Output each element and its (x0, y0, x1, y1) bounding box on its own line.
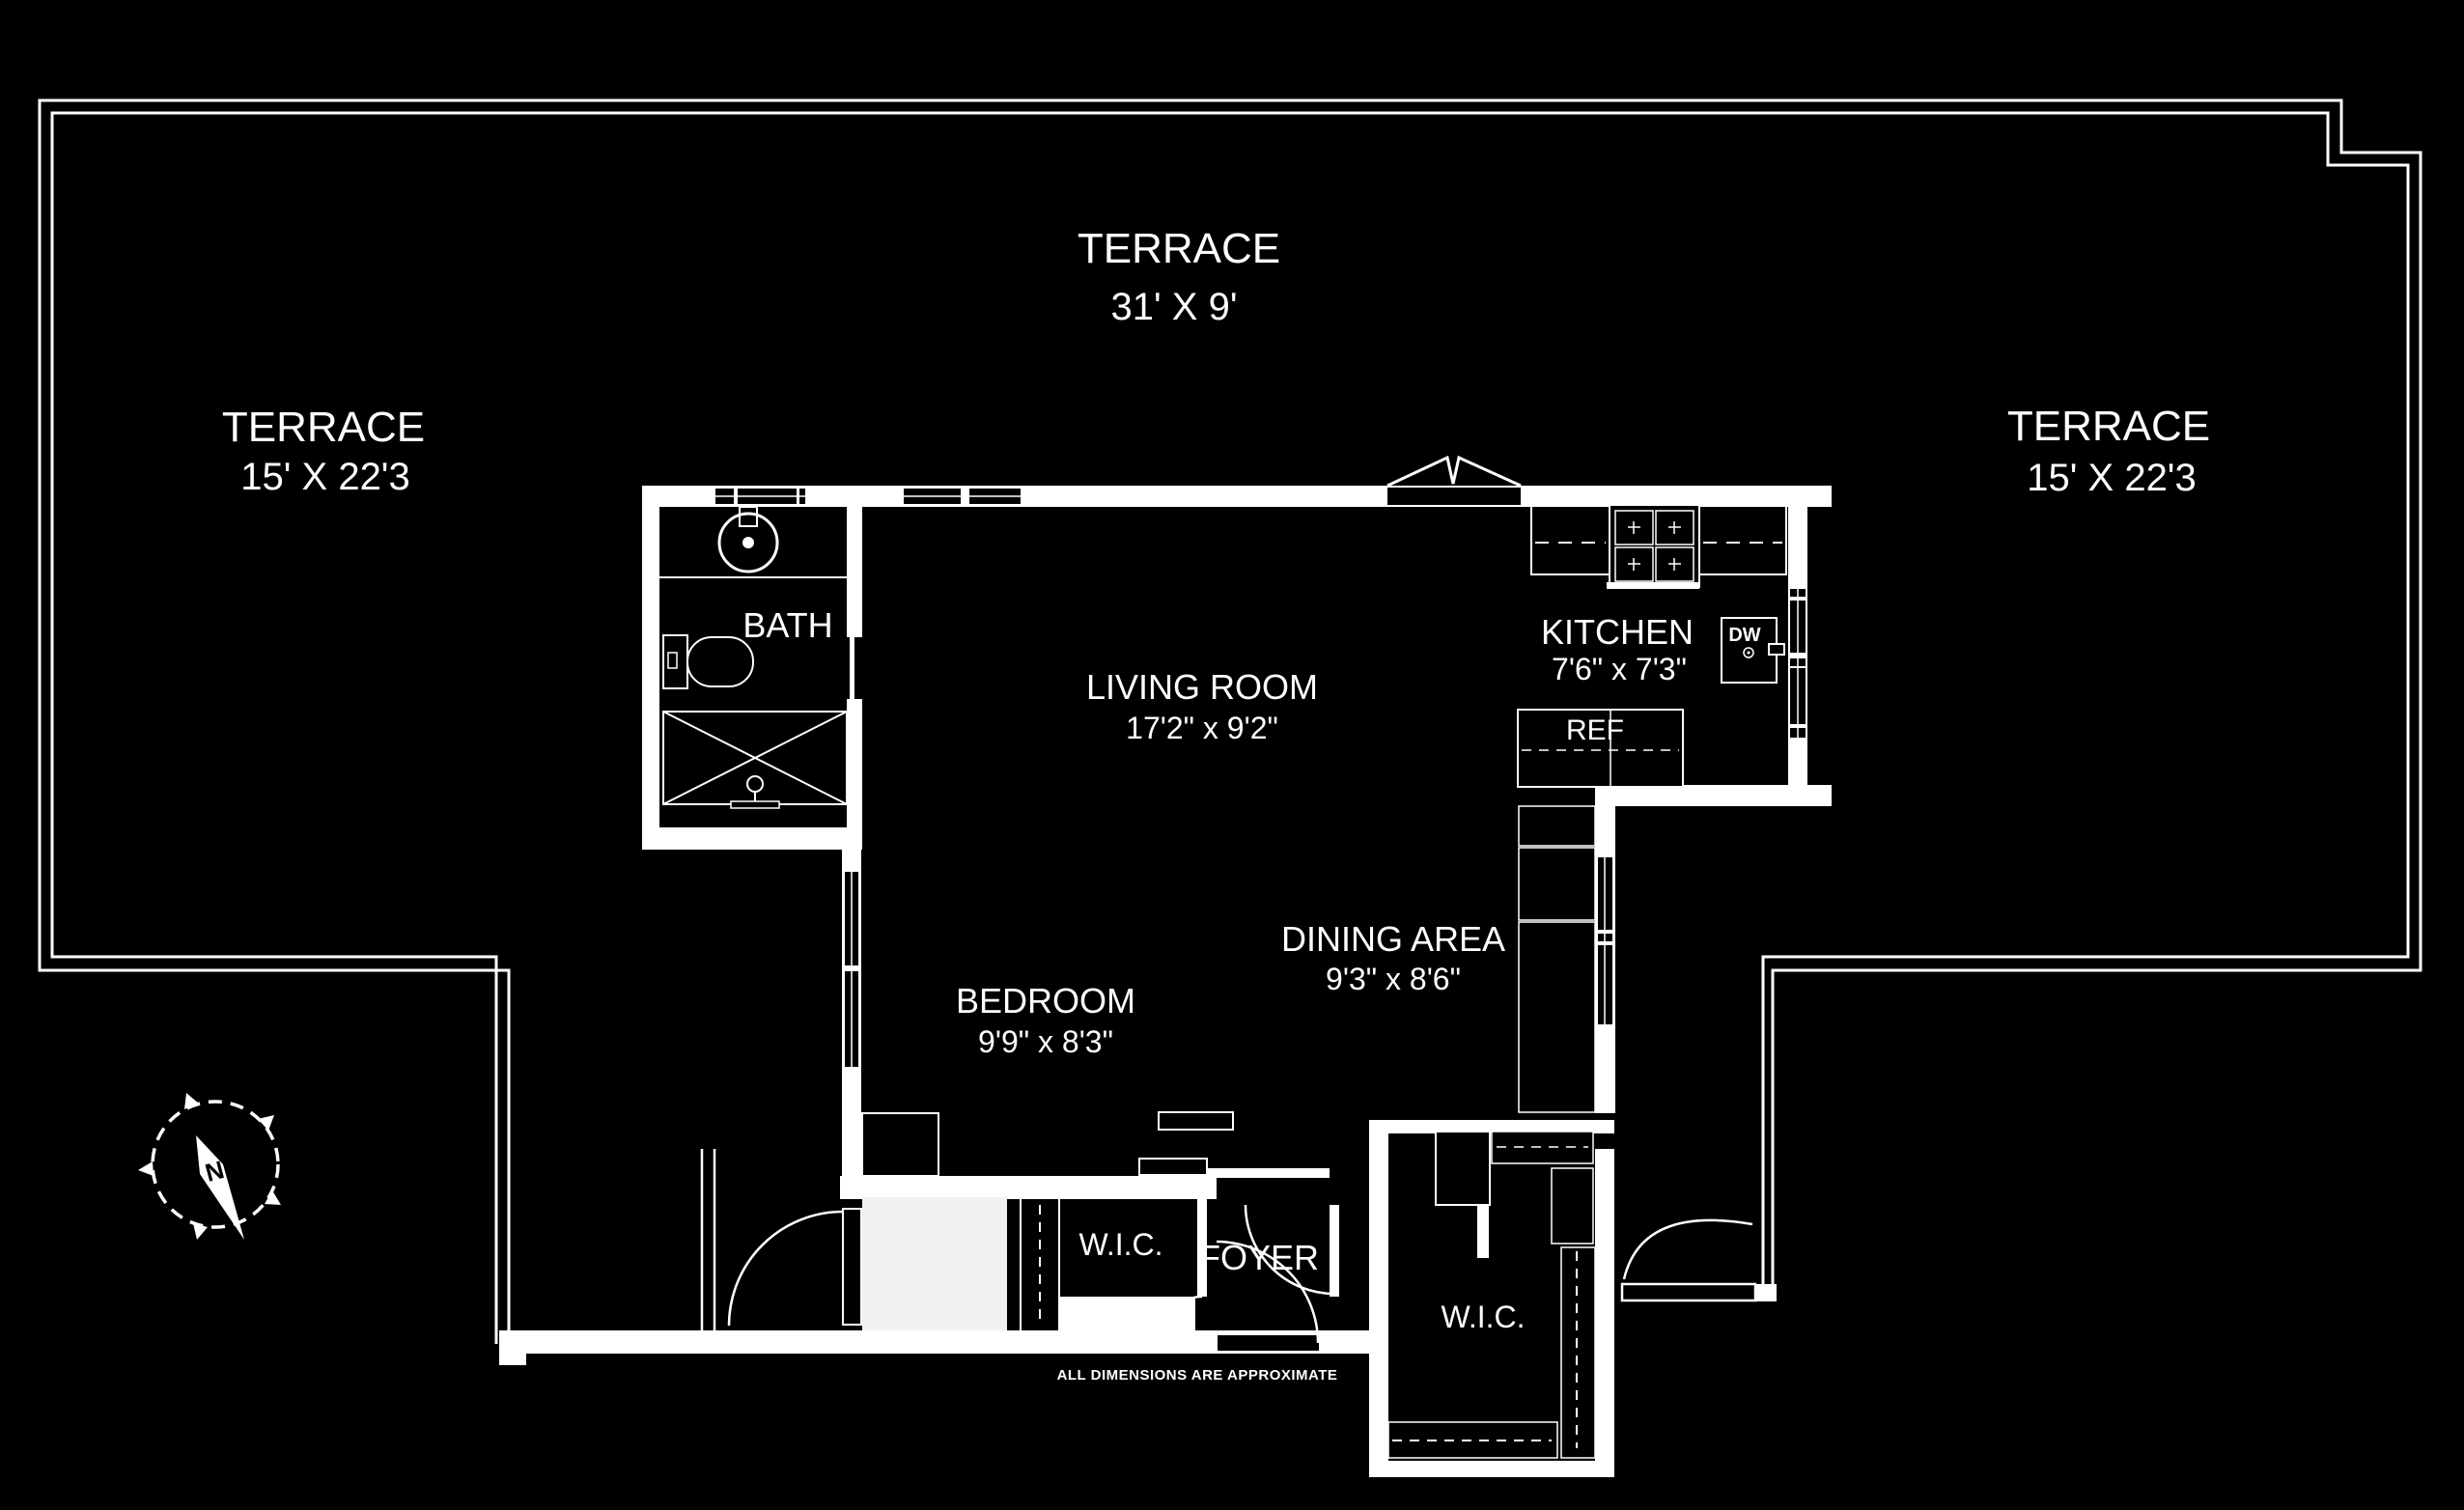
dishwasher: DW (1721, 617, 1785, 684)
terrace-right-label: TERRACE (2007, 403, 2210, 450)
wic2-closet-box-2 (1491, 1131, 1594, 1164)
window-living (904, 489, 1021, 504)
wic1-label: W.I.C. (1078, 1227, 1162, 1262)
compass-needle (196, 1135, 244, 1240)
bath-fixtures (659, 506, 848, 809)
bedroom-closet-door (727, 1208, 862, 1327)
closets (861, 1111, 1596, 1459)
wic2-closet-strip-right (1560, 1246, 1596, 1459)
living-room-label: LIVING ROOM (1086, 667, 1318, 707)
wall-kitchen-bottom (1595, 785, 1832, 806)
refrigerator-label: REF (1566, 714, 1624, 746)
terrace-outline (38, 98, 2422, 1344)
foyer-door-south (1216, 1240, 1321, 1353)
kitchen-fixtures: DW REF (1517, 504, 1787, 788)
bedroom-closet-box (861, 1112, 939, 1177)
foyer-label: FOYER (1199, 1238, 1319, 1277)
core-area (862, 1197, 1007, 1330)
wic2-closet-box-3 (1551, 1167, 1594, 1244)
sink-icon (717, 512, 779, 573)
wall-bath-left (642, 486, 659, 850)
doors (727, 455, 1757, 1353)
terrace-left-label: TERRACE (222, 404, 425, 451)
french-door-swing (1386, 455, 1522, 488)
living-room-dimensions: 17'2" x 9'2" (1126, 711, 1278, 745)
stove-icon (1607, 504, 1700, 589)
wall-bath-bottom (642, 827, 862, 850)
terrace-top-dimensions: 31' X 9' (1111, 286, 1238, 328)
entry-door (1620, 1218, 1757, 1302)
window-bath (715, 489, 805, 504)
french-door (1386, 455, 1522, 505)
wic1-door (1163, 1195, 1207, 1334)
window-dining (1598, 857, 1612, 1024)
terrace-top-label: TERRACE (1078, 225, 1280, 272)
shower-icon (662, 711, 848, 809)
windows (715, 489, 1806, 1067)
toilet-icon (662, 634, 754, 689)
wall-wic2-bottom (1369, 1461, 1614, 1477)
wall-bath-right-upper (847, 505, 862, 637)
wall-corner-block (499, 1330, 526, 1365)
window-bedroom (845, 872, 858, 1067)
terrace-left-dimensions: 15' X 22'3 (240, 456, 409, 498)
bedroom-dimensions: 9'9" x 8'3" (978, 1024, 1113, 1059)
bath-label: BATH (742, 605, 832, 645)
foyer-door-east (1244, 1204, 1339, 1297)
hall-closet-box-1 (1158, 1111, 1234, 1131)
wall-wic2-top (1369, 1120, 1614, 1133)
hall-closet-box-2 (1138, 1158, 1208, 1176)
wic2-closet-bottom (1387, 1421, 1558, 1459)
disclaimer-text: ALL DIMENSIONS ARE APPROXIMATE (1057, 1367, 1338, 1384)
wall-nook-left (700, 1149, 716, 1332)
wall-wic2-left (1369, 1132, 1388, 1477)
wall-bedroom-bottom (840, 1176, 1217, 1199)
window-kitchen (1790, 589, 1806, 738)
bedroom-label: BEDROOM (956, 981, 1135, 1021)
wall-top (642, 486, 1832, 507)
refrigerator: REF (1517, 709, 1684, 788)
dishwasher-label: DW (1728, 625, 1760, 646)
wic2-closet-box-1 (1435, 1131, 1491, 1206)
bath-door-leaf (850, 637, 854, 699)
faucet-icon (739, 506, 758, 527)
wall-wic1-bottom (1059, 1297, 1195, 1330)
wall-wic2-right (1595, 1149, 1614, 1477)
terrace-right-dimensions: 15' X 22'3 (2027, 457, 2196, 499)
wall-entry-block (1755, 1284, 1777, 1301)
labels: TERRACE 31' X 9' TERRACE 15' X 22'3 TERR… (222, 225, 2210, 1384)
wall-wic2-slot (1477, 1204, 1489, 1258)
dining-cabinets (1518, 805, 1596, 1113)
dining-area-dimensions: 9'3" x 8'6" (1326, 962, 1461, 996)
wic1-closet-strip (1020, 1199, 1060, 1330)
wall-foyer-top (1207, 1168, 1330, 1178)
kitchen-dimensions: 7'6" x 7'3" (1552, 652, 1687, 686)
compass-icon: N (138, 1093, 281, 1240)
wall-bath-right-lower (847, 699, 862, 827)
wic2-label: W.I.C. (1441, 1300, 1525, 1334)
kitchen-label: KITCHEN (1541, 612, 1694, 652)
dining-area-label: DINING AREA (1281, 919, 1505, 959)
